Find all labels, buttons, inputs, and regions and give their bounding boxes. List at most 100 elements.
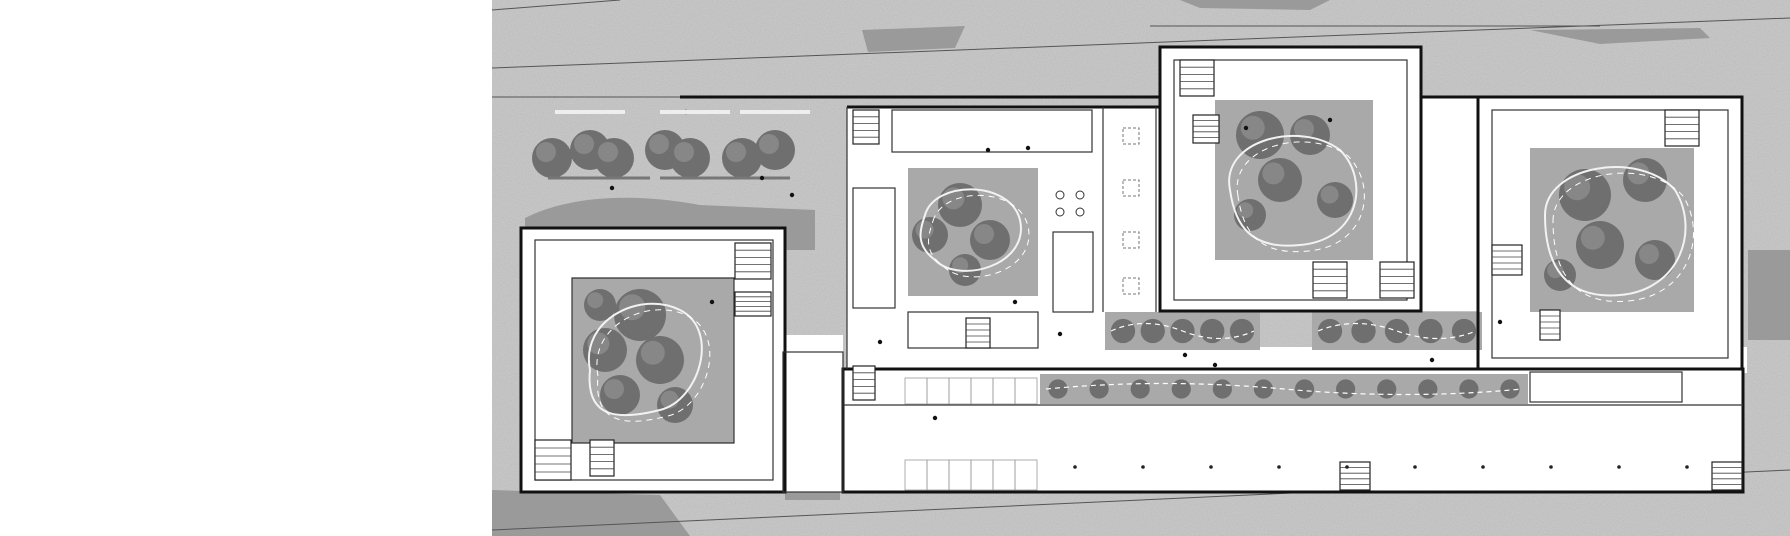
courtyard-path [1543, 166, 1687, 297]
stair-box [1192, 114, 1220, 144]
courtyards [572, 100, 1695, 443]
column [1141, 465, 1145, 469]
north-courtyard [1215, 100, 1373, 260]
courtyard-tree-highlight [1294, 119, 1314, 139]
strip-shrub [1294, 379, 1315, 399]
link-corridor [783, 335, 843, 492]
strip-path [1317, 322, 1477, 340]
strip-shrub [1048, 379, 1068, 399]
courtyard-path-dashed [1236, 141, 1365, 253]
strip-shrub [1418, 379, 1438, 399]
column [1073, 465, 1077, 469]
table [1075, 190, 1085, 200]
ground-shadow [1748, 250, 1790, 340]
tree-highlight [536, 142, 556, 162]
strip-shrub [1130, 379, 1150, 399]
stair [1491, 244, 1523, 276]
tree [670, 138, 710, 178]
column [1413, 465, 1417, 469]
stair [534, 439, 572, 481]
strip-shrub [1451, 318, 1477, 344]
strip-shrub [1384, 318, 1410, 344]
stair-box [965, 317, 991, 349]
courtyard-tree-highlight [915, 220, 934, 239]
strip-shrub [1110, 318, 1136, 344]
stair [1339, 461, 1371, 491]
plan-details [534, 59, 1743, 491]
strip-shrub [1089, 379, 1109, 399]
courtyard-tree-highlight [1237, 202, 1254, 219]
stair-box [1379, 261, 1415, 299]
strip-path [1045, 382, 1523, 396]
west-block-inner [534, 239, 774, 481]
service-strip [1097, 107, 1160, 312]
courtyard-path-dashed [1552, 172, 1695, 302]
column [1549, 465, 1553, 469]
site-line [491, 0, 621, 11]
tree [532, 138, 572, 178]
courtyard-path [919, 188, 1022, 272]
tree [755, 130, 795, 170]
strip-shrub [1500, 379, 1520, 399]
column [1209, 465, 1213, 469]
bay [1014, 377, 1038, 405]
skylight [1122, 231, 1140, 249]
person [759, 175, 765, 181]
person [877, 339, 883, 345]
central-top-room [891, 109, 1093, 153]
stair [734, 242, 772, 280]
west-courtyard [572, 278, 734, 443]
column [1345, 465, 1349, 469]
stair-box [734, 242, 772, 280]
stair-box [1312, 261, 1348, 299]
ground-shadow [1530, 28, 1710, 44]
tree-highlight [759, 134, 779, 154]
person [932, 415, 938, 421]
stair [734, 291, 772, 317]
courtyard-tree-highlight [1639, 244, 1659, 264]
courtyard-tree-highlight [604, 379, 624, 399]
strip-shrub [1459, 379, 1479, 399]
tree-highlight [574, 134, 594, 154]
bench [555, 110, 625, 114]
stair-box [589, 439, 615, 477]
strip-path [1110, 322, 1255, 340]
person [789, 192, 795, 198]
person [1212, 362, 1218, 368]
person [609, 185, 615, 191]
courtyard-tree-highlight [1320, 185, 1339, 204]
courtyard-tree-highlight [1564, 174, 1591, 201]
courtyard-path-dashed [928, 194, 1030, 278]
strip-shrub [1200, 318, 1225, 344]
stair [965, 317, 991, 349]
strip-shrub [1418, 318, 1443, 344]
stair [1192, 114, 1220, 144]
tree-highlight [726, 142, 746, 162]
courtyard-tree-highlight [640, 340, 665, 365]
link-corridor-wall [782, 351, 844, 493]
courtyard-path-dashed [596, 309, 711, 422]
central-east-rooms [1052, 231, 1094, 313]
strip-shrub [1171, 379, 1191, 399]
person [709, 299, 715, 305]
stair-box [1491, 244, 1523, 276]
ground-shadow [492, 490, 690, 536]
skylight [1122, 179, 1140, 197]
stair-box [852, 365, 876, 401]
stair-box [1339, 461, 1371, 491]
person [1429, 357, 1435, 363]
tree-highlight [598, 142, 618, 162]
person [1327, 117, 1333, 123]
courtyard-path [587, 302, 703, 417]
tree [722, 138, 762, 178]
courtyard-tree-highlight [1547, 262, 1564, 279]
planted-strip-1 [1105, 312, 1260, 350]
person [1243, 125, 1249, 131]
central-courtyard [908, 168, 1038, 296]
tree-highlight [649, 134, 669, 154]
column [1277, 465, 1281, 469]
ground-shadow [1180, 0, 1330, 10]
stair [1539, 309, 1561, 341]
